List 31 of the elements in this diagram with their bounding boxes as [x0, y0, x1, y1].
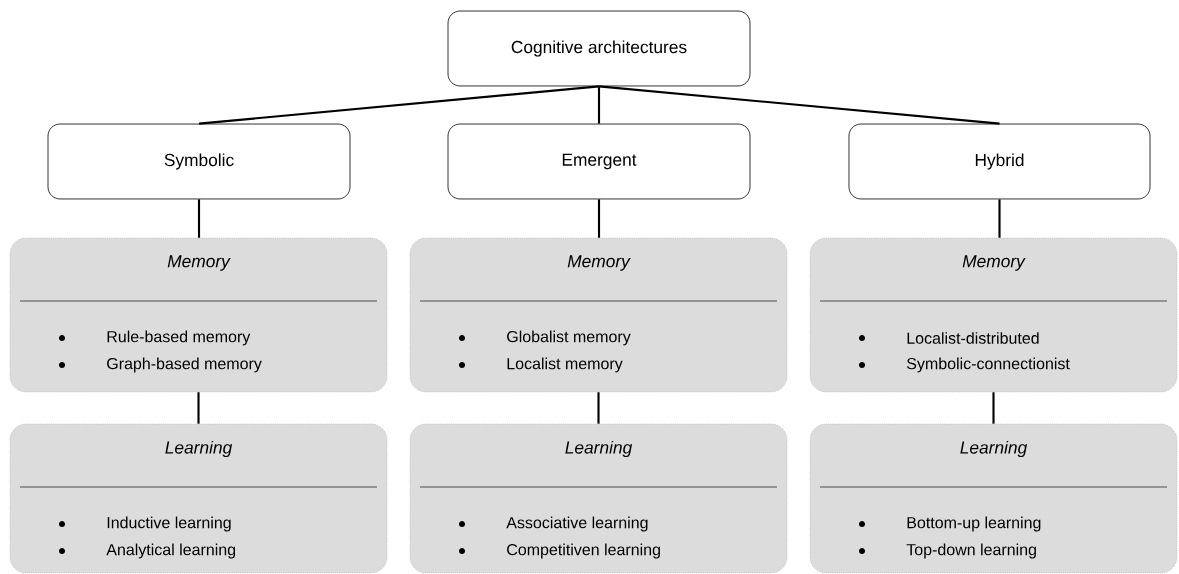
- panel-heading: Learning: [960, 440, 1028, 458]
- panel-heading: Learning: [565, 440, 633, 458]
- bullet-item: Associative learning: [506, 516, 648, 532]
- bullet-item: Rule-based memory: [107, 330, 251, 346]
- bullet-item: Symbolic-connectionist: [907, 357, 1070, 373]
- connector-line: [597, 86, 601, 124]
- connector-line: [198, 85, 600, 125]
- connector-line: [598, 85, 1000, 125]
- connector-line: [998, 199, 1001, 238]
- bullet-item: Localist memory: [507, 357, 623, 373]
- bullet-item: Graph-based memory: [107, 357, 262, 373]
- bullet-item: Localist-distributed: [907, 332, 1039, 344]
- connector-line: [197, 392, 200, 424]
- bullet-item: Top-down learning: [906, 543, 1036, 559]
- connector-line: [197, 199, 201, 238]
- category-box: Cognitive architectures: [447, 10, 751, 87]
- panel-heading: Memory: [962, 255, 1026, 271]
- category-box: Emergent: [447, 123, 751, 200]
- panel-heading: Memory: [167, 255, 231, 271]
- bullet-item: Inductive learning: [107, 516, 231, 532]
- bullet-item: Analytical learning: [106, 543, 236, 559]
- connector-line: [992, 392, 995, 424]
- connector-line: [597, 199, 601, 238]
- category-box: Symbolic: [47, 123, 351, 200]
- bullet-item: Bottom-up learning: [907, 516, 1041, 532]
- bullet-item: Competitiven learning: [507, 543, 660, 559]
- category-box: Hybrid: [848, 123, 1151, 200]
- connector-line: [597, 392, 600, 424]
- panel-heading: Learning: [165, 440, 233, 458]
- bullet-item: Globalist memory: [507, 330, 631, 346]
- panel-heading: Memory: [567, 255, 631, 271]
